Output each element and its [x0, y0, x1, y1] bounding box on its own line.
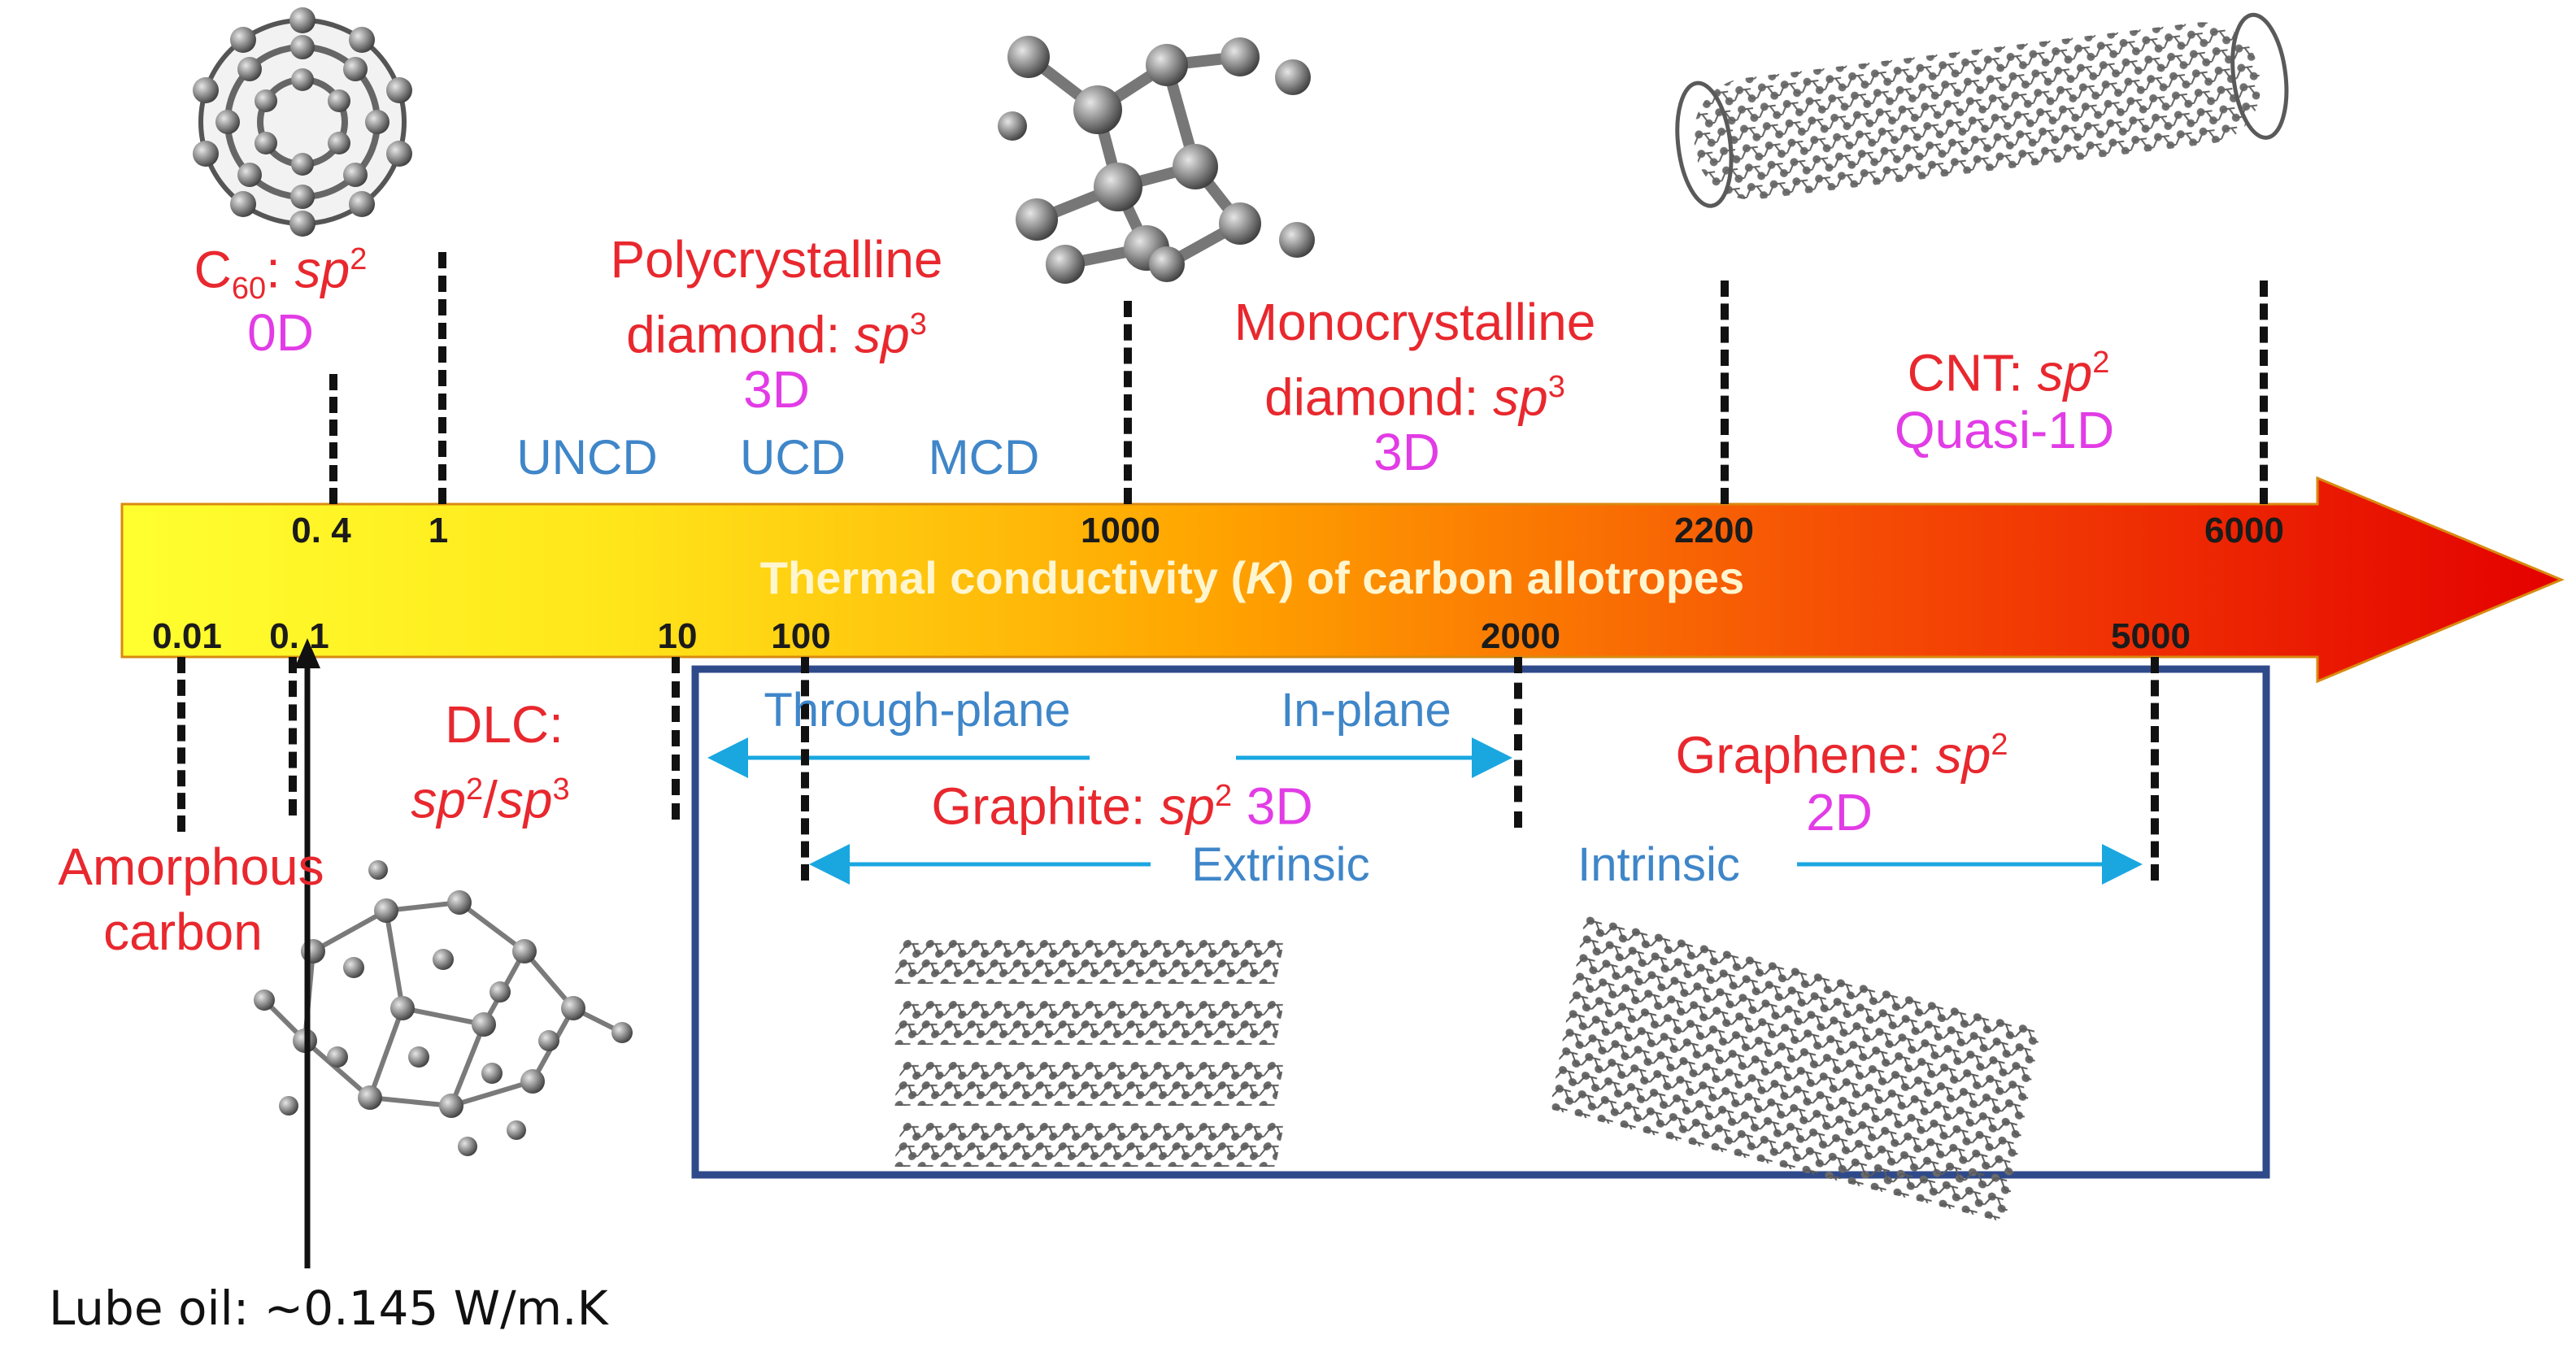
dash-0-4 [329, 374, 337, 504]
tick-2000: 2000 [1481, 616, 1560, 656]
graphite-layers-icon [893, 939, 1285, 1167]
poly-diamond-line2: diamond: sp3 [626, 305, 927, 364]
dash-6000 [2260, 281, 2268, 504]
grade-uncd: UNCD [516, 430, 658, 485]
dlc-line1: DLC: [445, 695, 564, 754]
tick-0-01: 0.01 [152, 616, 222, 656]
poly-diamond-dimension: 3D [743, 360, 810, 419]
dash-0-01 [177, 657, 185, 832]
cnt-label: CNT: sp2 [1907, 343, 2110, 402]
graphene-label: Graphene: sp2 [1675, 725, 2008, 785]
lube-oil-pointer [294, 638, 320, 1268]
dash-2000 [1514, 657, 1522, 828]
graphite-graphene-box [691, 665, 2270, 1179]
diamond-lattice-icon [998, 36, 1315, 284]
in-plane-label: In-plane [1281, 684, 1451, 737]
tick-5000: 5000 [2111, 616, 2191, 656]
dash-5000 [2151, 657, 2159, 881]
amorphous-carbon-icon [254, 860, 633, 1156]
dash-1 [438, 252, 446, 504]
amorphous-line1: Amorphous [58, 837, 324, 896]
tick-10: 10 [657, 616, 698, 656]
grade-mcd: MCD [928, 430, 1040, 485]
tick-0-1: 0. 1 [269, 616, 329, 656]
axis-title: Thermal conductivity (K) of carbon allot… [759, 552, 1745, 603]
dlc-line2: sp2/sp3 [411, 770, 570, 829]
graphene-dimension: 2D [1806, 783, 1873, 842]
dash-10 [672, 657, 680, 820]
dash-2200 [1721, 281, 1729, 504]
tick-0-4: 0. 4 [291, 511, 351, 550]
through-plane-label: Through-plane [764, 684, 1071, 737]
graphite-label: Graphite: sp2 3D [931, 776, 1313, 836]
tick-6000: 6000 [2204, 511, 2284, 550]
mono-diamond-line2: diamond: sp3 [1264, 368, 1565, 427]
tick-1000: 1000 [1081, 511, 1160, 550]
c60-label: C60: sp2 [194, 240, 368, 307]
dash-1000 [1124, 301, 1132, 504]
dash-100 [801, 657, 809, 881]
carbon-nanotube-icon [1675, 12, 2289, 208]
mono-diamond-line1: Monocrystalline [1234, 293, 1596, 351]
amorphous-line2: carbon [103, 902, 263, 961]
poly-diamond-line1: Polycrystalline [610, 230, 943, 289]
conductivity-arrow [120, 476, 2565, 684]
lube-oil-note: Lube oil: ~0.145 W/m.K [49, 1281, 608, 1336]
tick-2200: 2200 [1674, 511, 1754, 550]
tick-1: 1 [428, 511, 449, 550]
dash-0-1 [289, 657, 297, 815]
intrinsic-label: Intrinsic [1577, 838, 1740, 891]
mono-diamond-dimension: 3D [1373, 423, 1440, 481]
grade-ucd: UCD [740, 430, 846, 485]
graphene-sheet-icon [1549, 915, 2041, 1223]
cnt-dimension: Quasi-1D [1894, 401, 2115, 459]
tick-100: 100 [771, 616, 831, 656]
c60-dimension: 0D [247, 303, 314, 362]
c60-fullerene-icon [193, 7, 412, 237]
extrinsic-label: Extrinsic [1191, 838, 1370, 891]
